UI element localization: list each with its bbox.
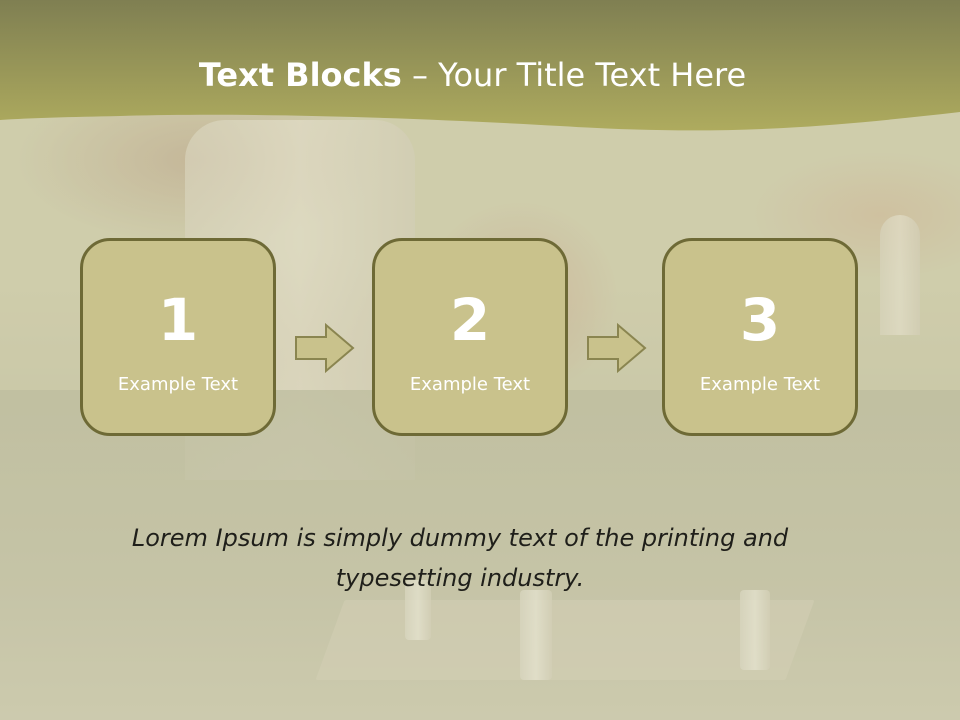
text-block-2: 2 Example Text: [372, 238, 568, 436]
boardwalk-post: [520, 590, 552, 680]
title-bold: Text Blocks: [198, 56, 402, 94]
body-text: Lorem Ipsum is simply dummy text of the …: [131, 524, 789, 592]
title-band: Text Blocks – Your Title Text Here: [0, 0, 960, 140]
block-label: Example Text: [699, 374, 821, 395]
block-label: Example Text: [409, 374, 531, 395]
boardwalk-post: [740, 590, 770, 670]
text-block-3: 3 Example Text: [662, 238, 858, 436]
block-number: 1: [157, 286, 199, 354]
text-block-1: 1 Example Text: [80, 238, 276, 436]
block-number: 3: [739, 286, 781, 354]
title-dash: –: [401, 56, 439, 94]
title-rest: Your Title Text Here: [438, 56, 747, 94]
boardwalk-post: [405, 580, 431, 640]
slide-title: Text Blocks – Your Title Text Here: [0, 56, 945, 94]
block-label: Example Text: [117, 374, 239, 395]
arrow-right-icon: [295, 322, 355, 374]
block-number: 2: [449, 286, 491, 354]
title-band-shape: [0, 0, 960, 131]
mushroom-stem-right: [880, 215, 920, 335]
arrow-right-icon: [587, 322, 647, 374]
